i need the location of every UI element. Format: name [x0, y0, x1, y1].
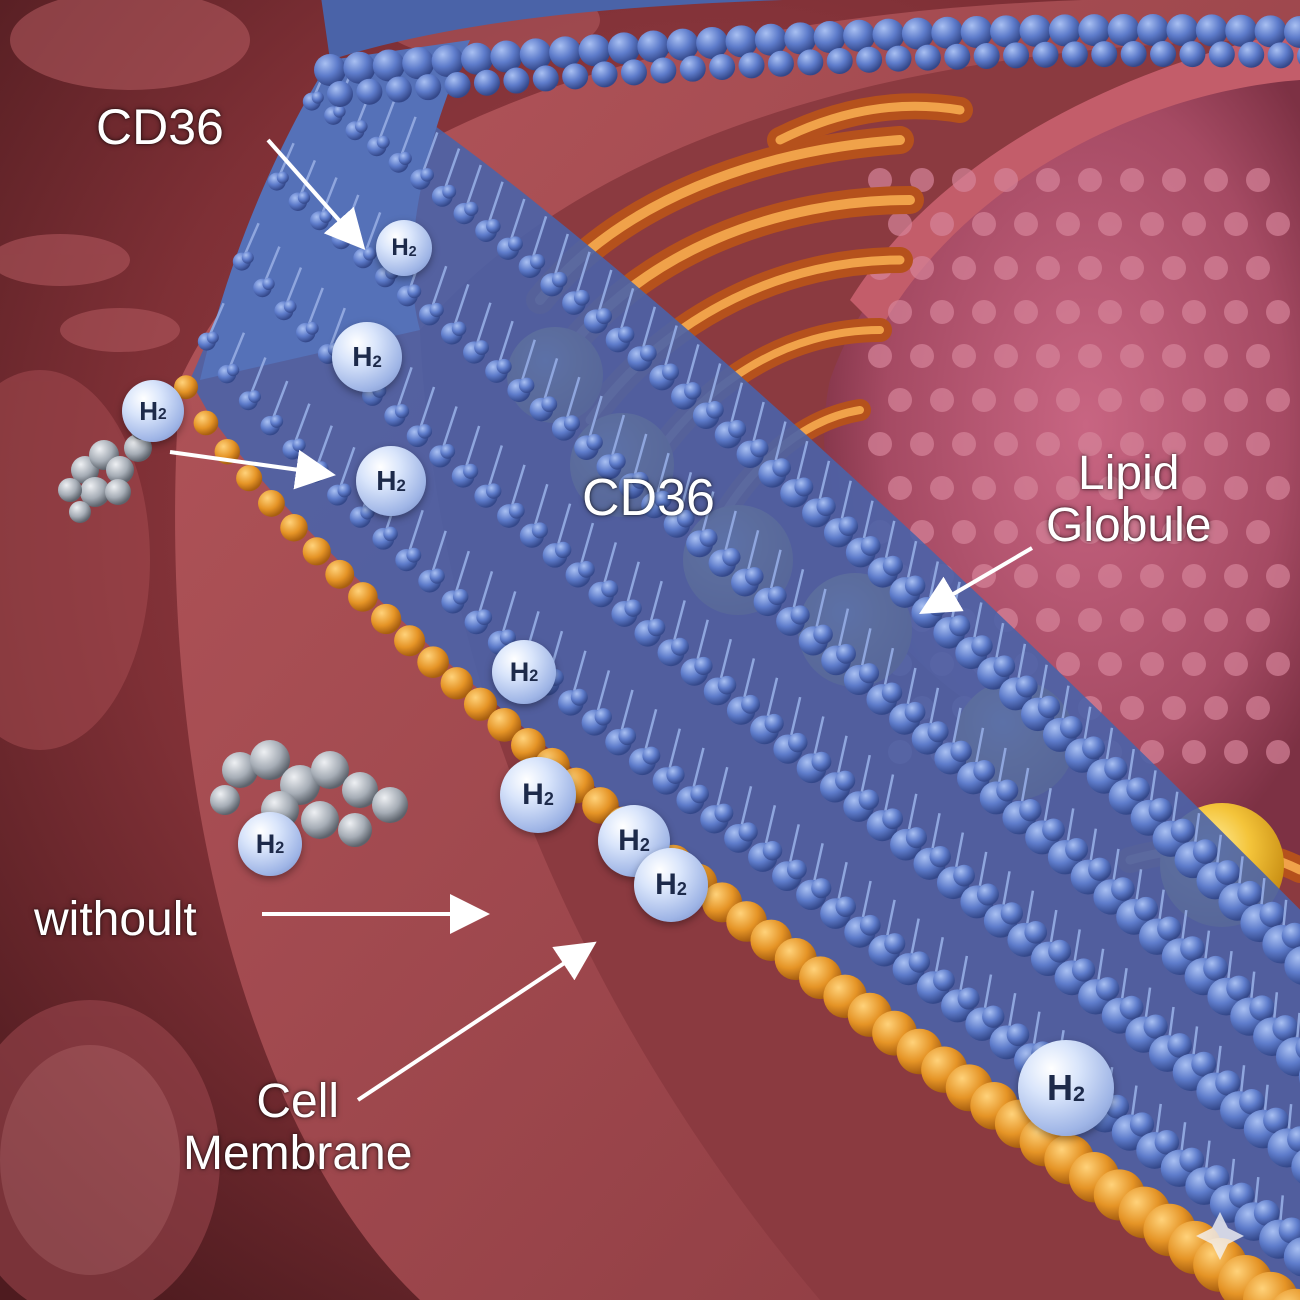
sparkle-icon — [1196, 1212, 1244, 1260]
cd36-label-middle: CD36 — [582, 469, 715, 527]
cd36-label-top: CD36 — [96, 99, 224, 155]
lipid-label-line-2: Globule — [1046, 498, 1212, 552]
annotation-arrows — [169, 138, 1034, 1102]
arrow-icon — [169, 449, 336, 490]
arrow-icon — [919, 546, 1034, 615]
arrow-icon — [266, 138, 366, 250]
cell-label-line-2: Membrane — [183, 1126, 413, 1180]
lipid-label-line-1: Lipid — [1078, 447, 1180, 500]
without-label: withoult — [34, 893, 197, 946]
lipid-globule-label: Lipid Globule — [1046, 448, 1211, 552]
arrow-icon — [356, 941, 597, 1102]
nucleus — [824, 30, 1300, 860]
cell-label-line-1: Cell — [256, 1075, 340, 1128]
cell-membrane-label: Cell Membrane — [183, 1076, 412, 1180]
